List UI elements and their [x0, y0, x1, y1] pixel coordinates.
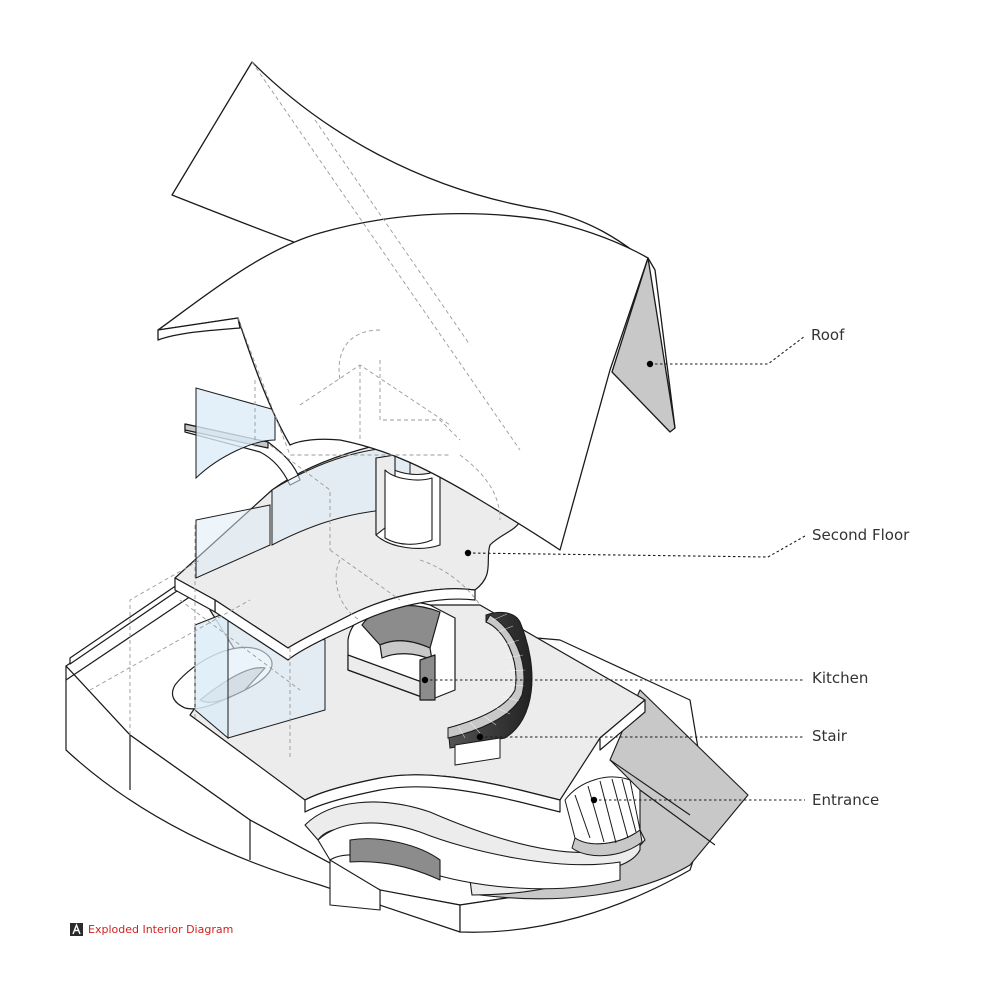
- roof: [157, 61, 676, 551]
- dot-roof: [646, 360, 654, 368]
- ground-courtyard: [304, 801, 641, 911]
- main-stair: [447, 611, 533, 766]
- second-floor-core: [375, 454, 441, 549]
- leader-lines: [425, 335, 806, 801]
- label-entrance: Entrance: [812, 791, 880, 809]
- hidden-lines: [89, 61, 521, 760]
- dot-second-floor: [464, 549, 472, 557]
- dot-entrance: [590, 796, 598, 804]
- diagram-caption: Exploded Interior Diagram: [70, 921, 233, 937]
- label-kitchen: Kitchen: [812, 669, 869, 687]
- label-roof: Roof: [811, 326, 845, 344]
- caption-text: Exploded Interior Diagram: [88, 922, 234, 936]
- leader-second-floor: [467, 535, 806, 558]
- label-second-floor: Second Floor: [812, 526, 910, 544]
- leader-roof: [650, 335, 806, 365]
- dot-kitchen: [421, 676, 429, 684]
- leader-dots: [421, 360, 654, 804]
- label-stair: Stair: [812, 727, 847, 745]
- logo-icon: [70, 922, 83, 936]
- dot-stair: [476, 733, 484, 741]
- entrance-stair: [564, 776, 643, 857]
